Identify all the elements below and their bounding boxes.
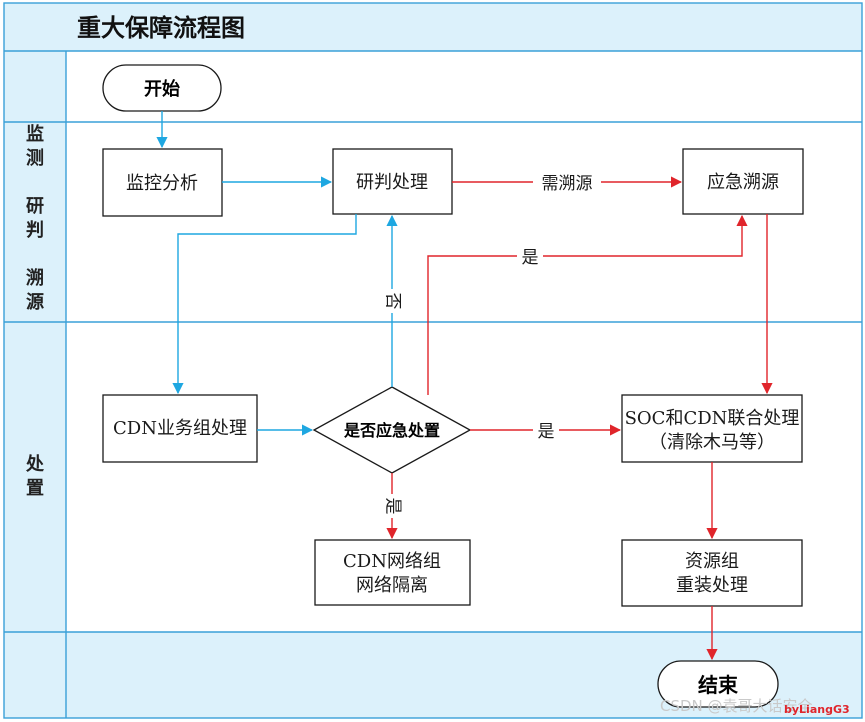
author-signature: byLiangG3 — [784, 703, 850, 716]
edge-label-need-trace: 需溯源 — [533, 170, 601, 194]
svg-text:CDN业务组处理: CDN业务组处理 — [113, 418, 247, 439]
svg-text:应急溯源: 应急溯源 — [707, 172, 779, 193]
monitor-analysis-node: 监控分析 — [102, 148, 223, 217]
svg-text:开始: 开始 — [144, 78, 180, 100]
svg-text:否: 否 — [383, 293, 403, 310]
judge-node: 研判处理 — [332, 148, 453, 215]
svg-text:SOC和CDN联合处理（清除木马等）: SOC和CDN联合处理（清除木马等） — [625, 408, 800, 453]
edge-label-yes-right: 是 — [533, 419, 559, 442]
svg-text:是: 是 — [383, 498, 403, 515]
svg-text:是否应急处置: 是否应急处置 — [343, 421, 440, 440]
lane-label-column — [4, 51, 66, 718]
outer-frame — [3, 2, 863, 719]
edge-decision-trace-yes — [427, 214, 748, 395]
svg-text:研判处理: 研判处理 — [356, 172, 428, 193]
resource-reinstall-node: 资源组重装处理 — [621, 539, 803, 607]
soc-cdn-node: SOC和CDN联合处理（清除木马等） — [621, 394, 803, 463]
lane-label-monitor: 监测 研判 溯源 — [26, 123, 44, 313]
svg-text:资源组重装处理: 资源组重装处理 — [676, 551, 748, 596]
svg-text:需溯源: 需溯源 — [542, 174, 593, 194]
csdn-watermark: CSDN @袁哥大话安全 — [660, 697, 813, 715]
edge-label-yes-down: 是 — [381, 494, 403, 518]
edge-label-no: 否 — [381, 289, 403, 313]
edge-label-yes-up: 是 — [517, 245, 543, 268]
svg-text:结束: 结束 — [698, 673, 739, 697]
decision-node: 是否应急处置 — [312, 386, 472, 474]
svg-text:监控分析: 监控分析 — [126, 173, 198, 194]
end-node: 结束 — [657, 660, 779, 708]
svg-text:CDN网络组网络隔离: CDN网络组网络隔离 — [343, 551, 441, 596]
edge-judge-cdnbiz — [172, 214, 357, 395]
emergency-trace-node: 应急溯源 — [682, 148, 804, 215]
diagram-title: 重大保障流程图 — [77, 14, 245, 42]
title-band — [4, 3, 862, 51]
cdn-network-node: CDN网络组网络隔离 — [314, 539, 471, 606]
svg-text:是: 是 — [522, 248, 539, 268]
cdn-business-node: CDN业务组处理 — [102, 394, 258, 463]
lane-label-dispose: 处置 — [25, 453, 45, 499]
start-node: 开始 — [102, 64, 222, 112]
svg-text:是: 是 — [538, 422, 555, 442]
